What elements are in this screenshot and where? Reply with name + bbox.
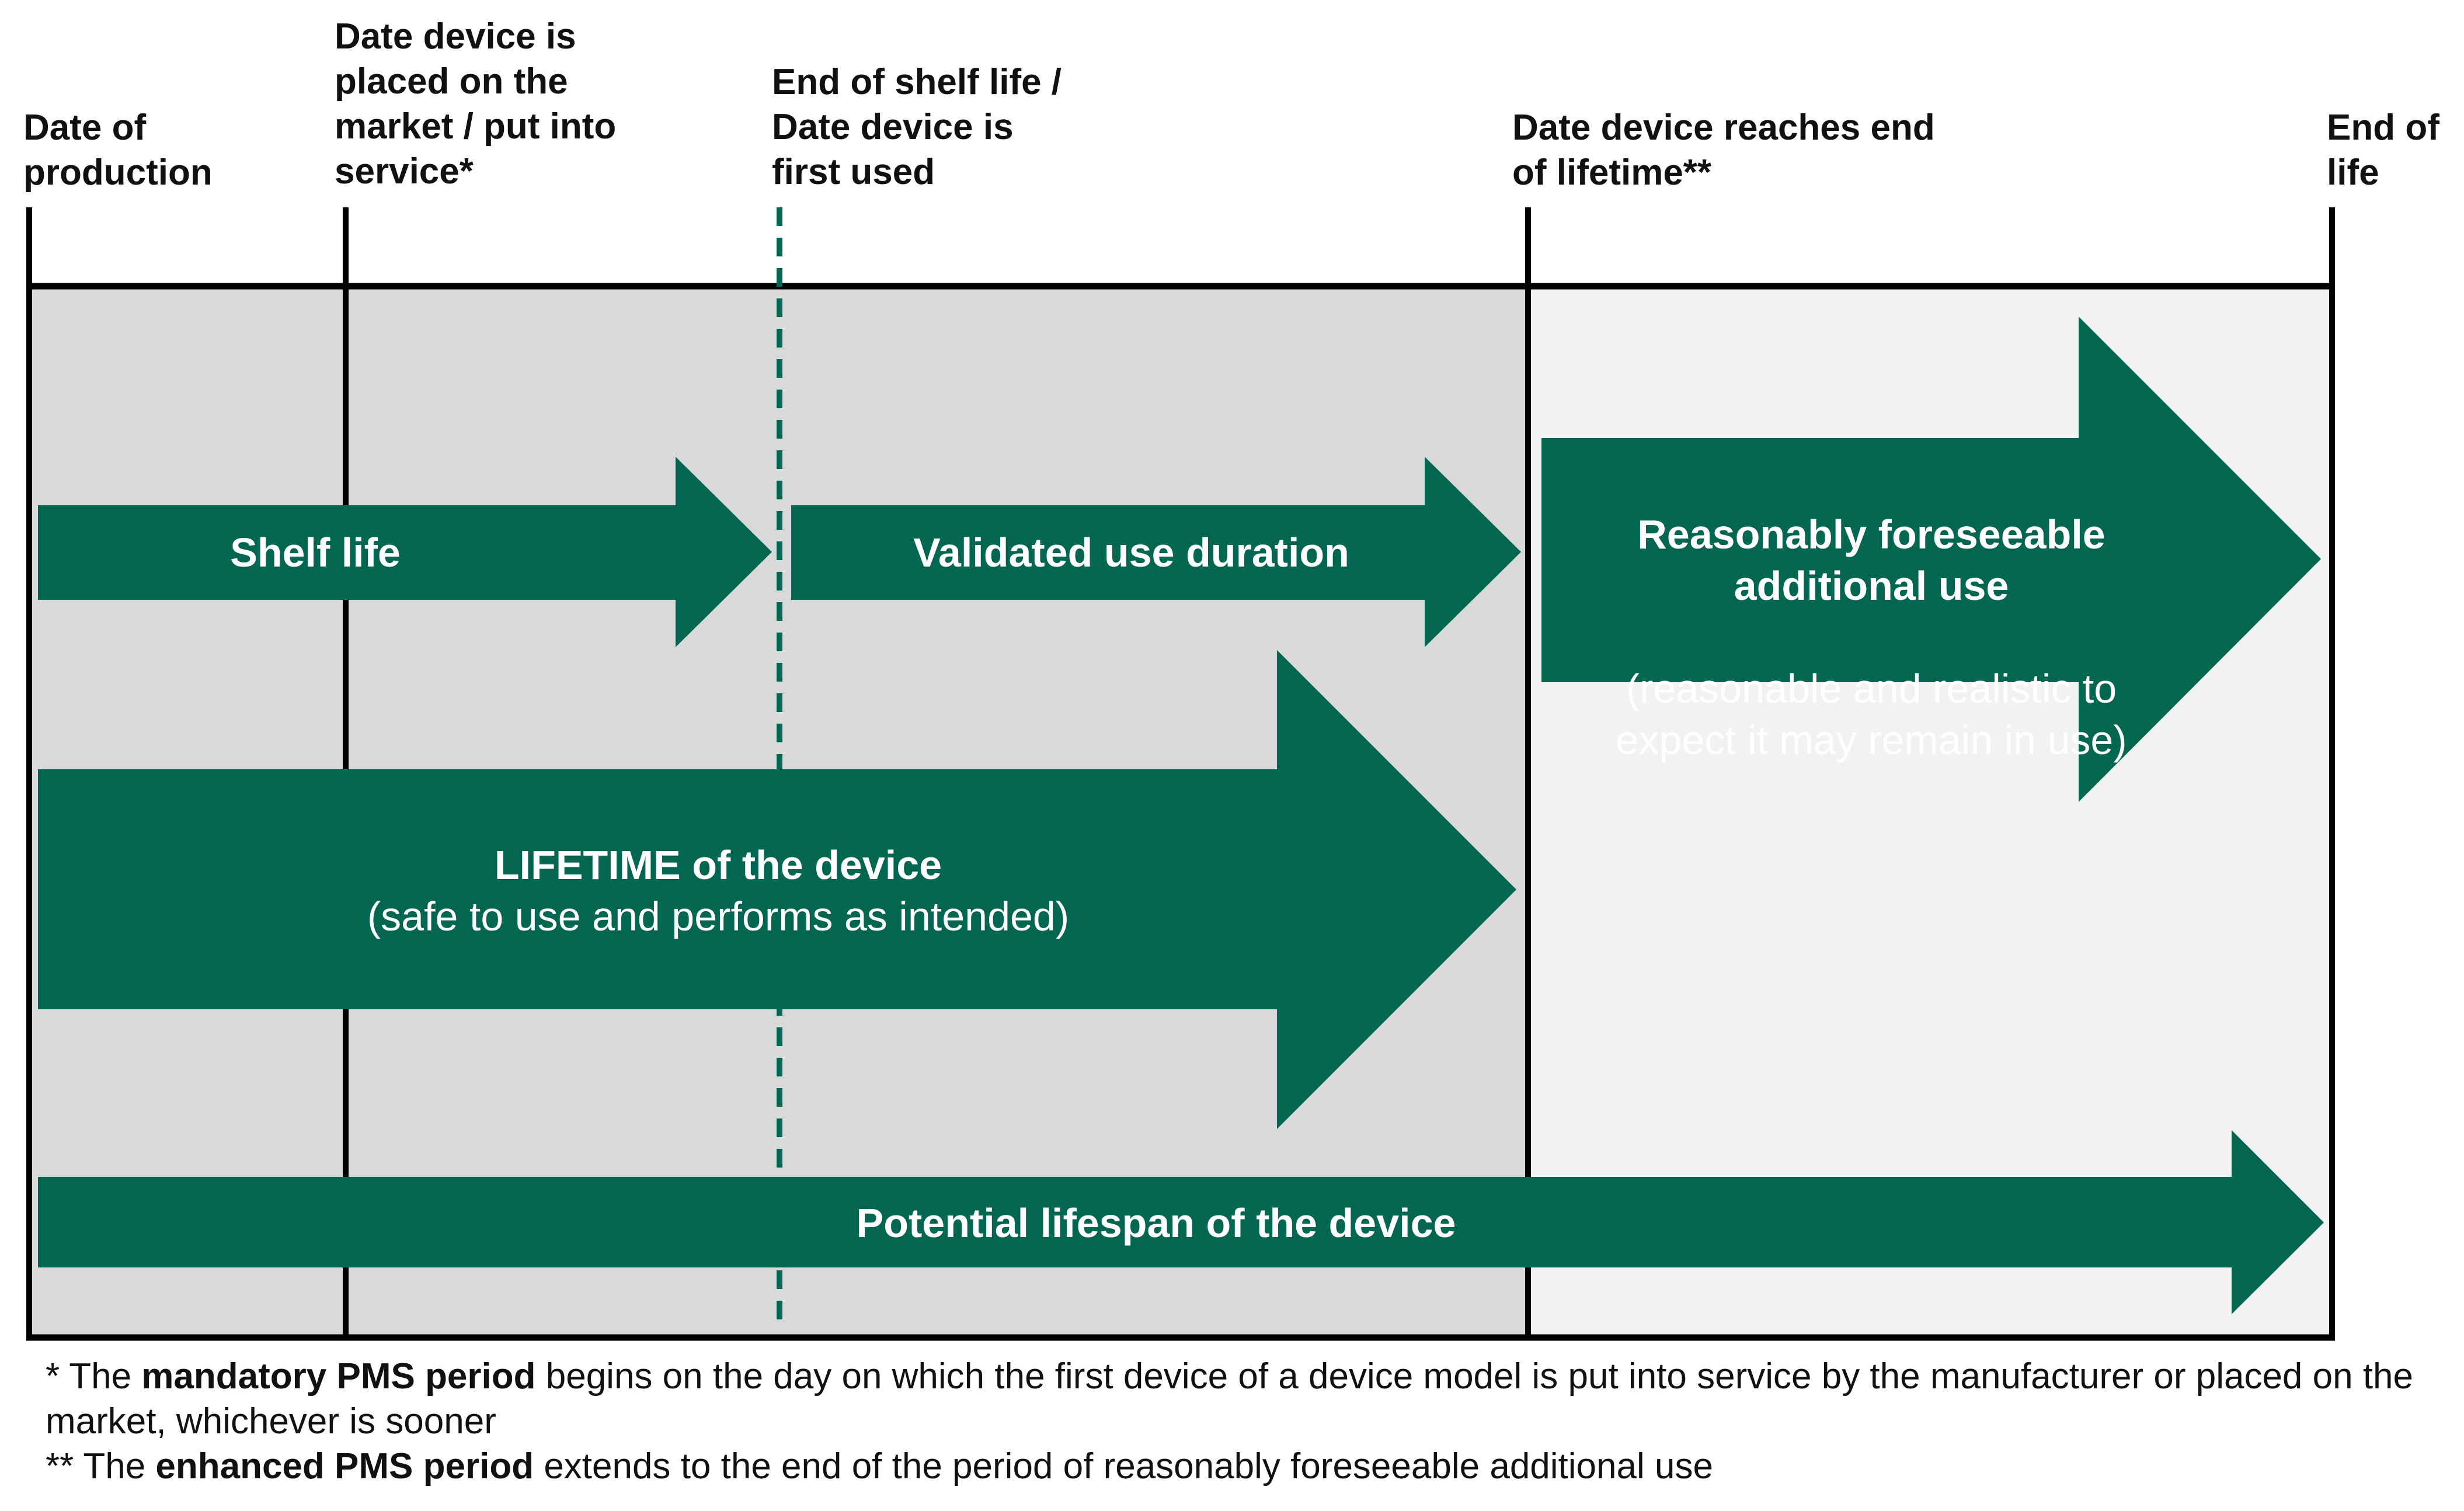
shelf-life-arrow-label: Shelf life [38,527,593,578]
milestone-label-placed: Date device is placed on the market / pu… [335,16,617,192]
footnote-mandatory-pms: * The mandatory PMS period begins on the… [46,1354,2416,1444]
footnote-2-prefix: ** The [46,1446,156,1486]
additional-use-title: Reasonably foreseeable additional use [1637,512,2105,609]
footnote-1-rest: begins on the day on which the first dev… [46,1356,2414,1441]
footnote-1-prefix: * The [46,1356,142,1397]
lifetime-arrow [38,650,1516,1129]
milestone-label-production: Date of production [23,107,213,193]
lifetime-subtitle: (safe to use and performs as intended) [367,894,1070,939]
lifetime-arrow-label: LIFETIME of the device (safe to use and … [38,839,1398,942]
footnote-enhanced-pms: ** The enhanced PMS period extends to th… [46,1444,2416,1489]
shelf-life-arrow [38,457,772,647]
lifespan-title: Potential lifespan of the device [856,1200,1456,1246]
milestone-label-shelf-end: End of shelf life / Date device is first… [772,62,1062,192]
footnote-1-bold: mandatory PMS period [141,1356,536,1397]
milestone-label-lifetime-end: Date device reaches end of lifetime** [1512,107,1935,193]
milestone-label-end-of-life: End of life [2327,107,2439,193]
additional-use-arrow-label: Reasonably foreseeable additional use (r… [1541,457,2201,817]
lifespan-arrow-label: Potential lifespan of the device [38,1197,2274,1249]
footnote-2-rest: extends to the end of the period of reas… [534,1446,1713,1486]
validated-use-arrow-label: Validated use duration [791,527,1471,578]
footnote-2-bold: enhanced PMS period [155,1446,534,1486]
validated-use-title: Validated use duration [913,530,1349,575]
additional-use-subtitle: (reasonable and realistic to expect it m… [1616,666,2127,763]
shelf-life-title: Shelf life [230,530,401,575]
additional-use-arrow [1541,317,2321,802]
lifetime-title: LIFETIME of the device [494,842,942,888]
validated-use-arrow [791,457,1521,647]
lifespan-arrow [38,1130,2324,1314]
